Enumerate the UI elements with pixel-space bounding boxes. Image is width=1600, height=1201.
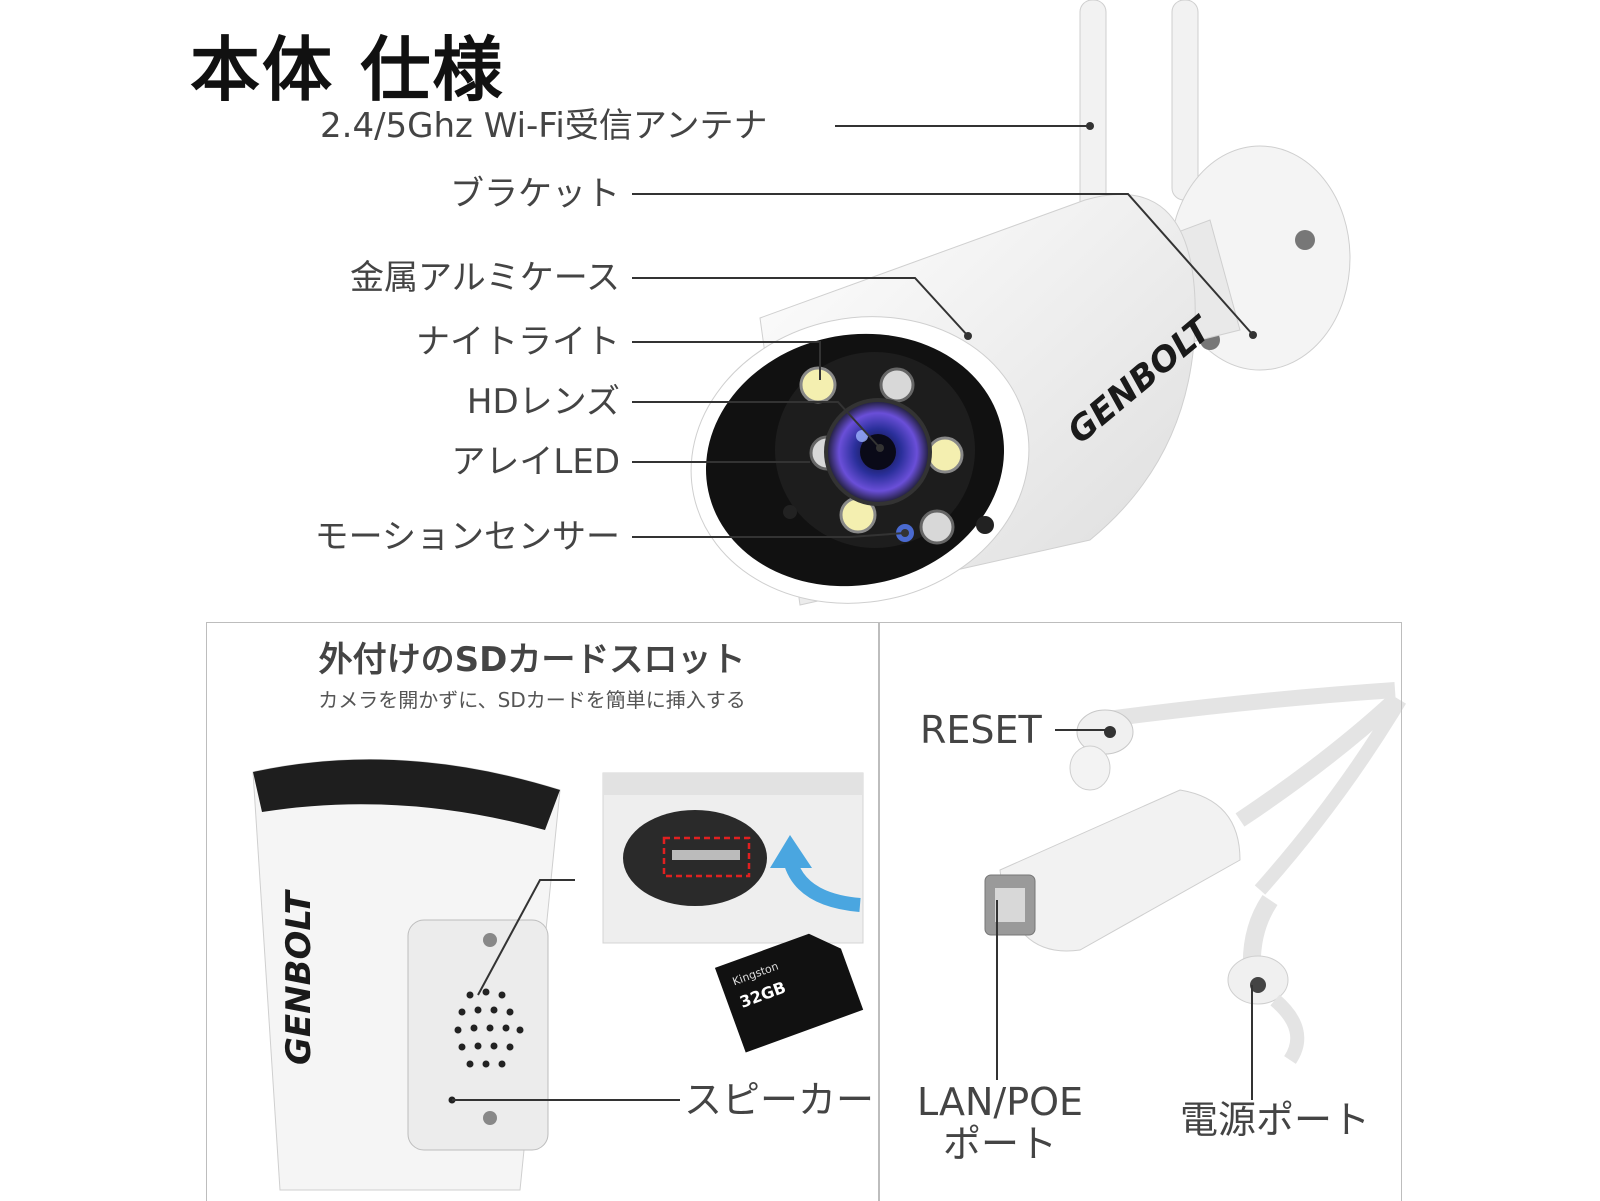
lan-poe-label-line1: LAN/POE <box>916 1080 1084 1124</box>
brand-logo-side: GENBOLT <box>279 889 319 1065</box>
sd-panel-subtitle: カメラを開かずに、SDカードを簡単に挿入する <box>318 688 746 712</box>
micro-sd-card: Kingston 32GB <box>714 933 864 1053</box>
lan-poe-label: LAN/POE ポート <box>905 1080 1095 1166</box>
night-light-label: ナイトライト <box>416 322 620 362</box>
motion-sensor-label: モーションセンサー <box>314 517 620 557</box>
speaker-grille <box>448 988 524 1104</box>
top-callout-lines <box>632 125 1254 538</box>
speaker-label: スピーカー <box>684 1078 875 1122</box>
page-title: 本体 仕様 <box>190 29 505 111</box>
sd-slot-highlight <box>662 836 751 878</box>
antenna-label: 2.4/5Ghz Wi-Fi受信アンテナ <box>320 106 768 146</box>
top-camera-illustration <box>690 0 1351 606</box>
ports-callout-lines <box>996 729 1253 1100</box>
case-label: 金属アルミケース <box>350 258 620 298</box>
array-led-label: アレイLED <box>451 442 620 482</box>
ports-panel <box>878 622 1402 1201</box>
bracket-label: ブラケット <box>450 174 620 214</box>
reset-label: RESET <box>920 708 1042 752</box>
ports-illustration <box>984 682 1407 1064</box>
antenna-right <box>1171 0 1199 201</box>
sd-slot-panel <box>206 622 880 1201</box>
top-callout-dots <box>876 122 1257 537</box>
sd-panel-title: 外付けのSDカードスロット <box>318 640 746 680</box>
night-light-led <box>799 366 837 404</box>
lan-poe-label-line2: ポート <box>942 1121 1057 1166</box>
hd-lens-label: HDレンズ <box>466 382 620 422</box>
sd-panel-illustration: Kingston 32GB <box>252 759 864 1191</box>
back-plate <box>407 919 549 1151</box>
power-port-label: 電源ポート <box>1180 1098 1371 1142</box>
